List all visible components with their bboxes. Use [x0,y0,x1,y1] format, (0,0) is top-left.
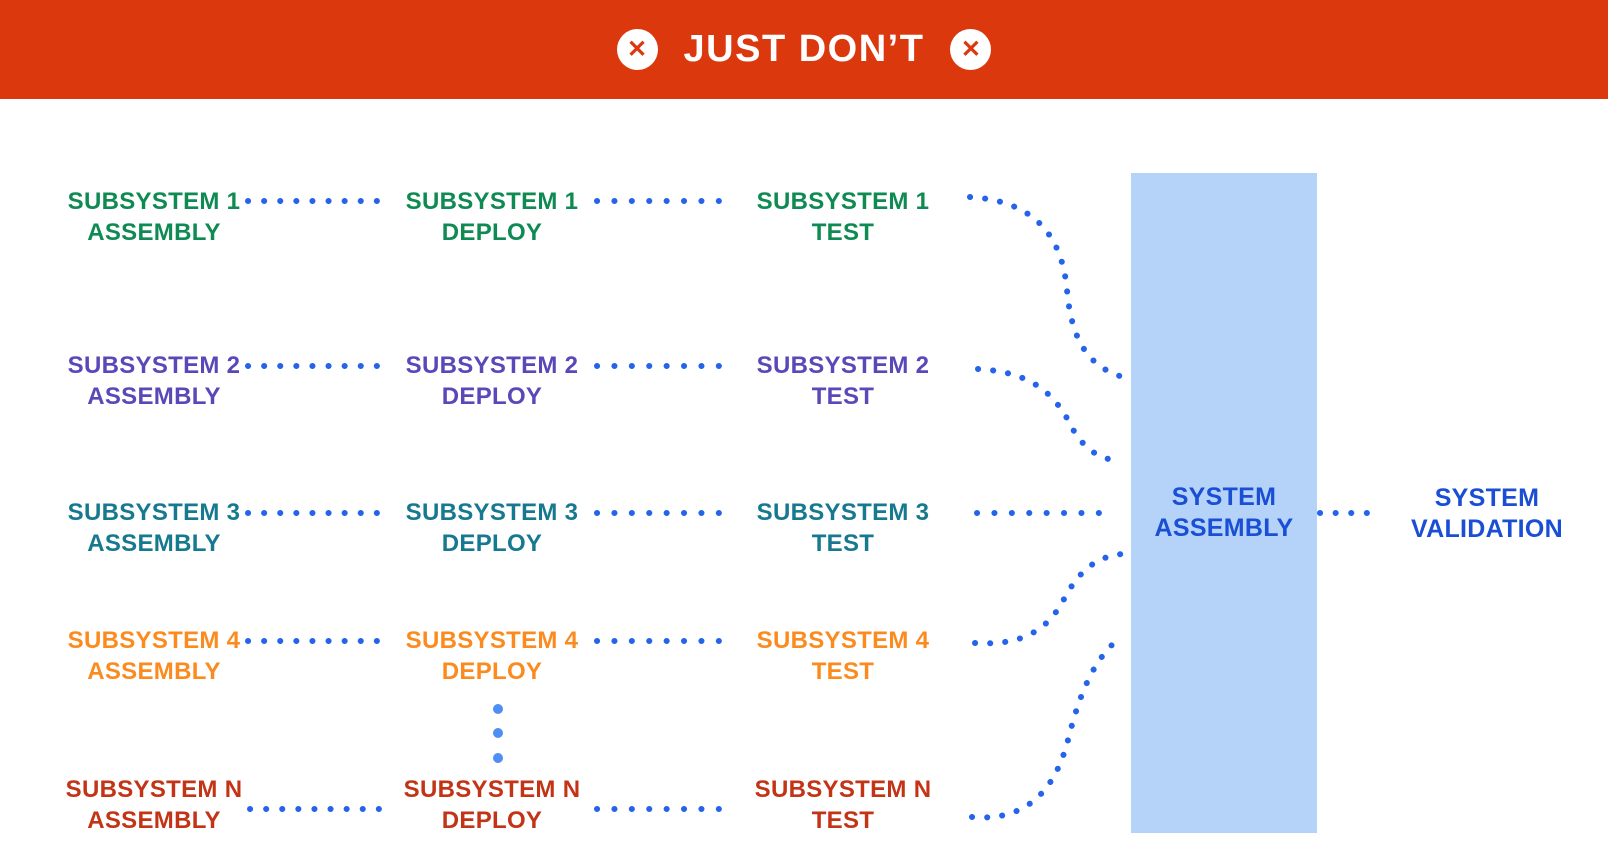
banner: ✕ JUST DON’T ✕ [0,0,1608,99]
subsystem-name: SUBSYSTEM 4 [405,627,579,654]
subsystem-name: SUBSYSTEM N [754,776,932,803]
subsystem-2-test-label: SUBSYSTEM 2 TEST [693,350,993,412]
subsystem-name: SUBSYSTEM 4 [756,627,930,654]
dotted-curve [975,366,1125,464]
subsystem-2-deploy-label: SUBSYSTEM 2 DEPLOY [342,350,642,412]
subsystem-name: SUBSYSTEM 2 [405,352,579,379]
connector-lines [245,194,1385,821]
system-validation-label: SYSTEM VALIDATION [1337,483,1608,545]
subsystem-1-deploy-label: SUBSYSTEM 1 DEPLOY [342,186,642,248]
system-assembly-box: SYSTEM ASSEMBLY [1131,173,1317,833]
stage-label: ASSEMBLY [87,219,221,246]
subsystem-n-deploy-label: SUBSYSTEM N DEPLOY [342,774,642,836]
subsystem-name: SUBSYSTEM 3 [67,499,241,526]
subsystem-name: SUBSYSTEM 4 [67,627,241,654]
subsystem-name: SUBSYSTEM N [65,776,243,803]
dotted-curve [969,634,1124,821]
subsystem-4-deploy-label: SUBSYSTEM 4 DEPLOY [342,625,642,687]
stage-label: TEST [811,807,875,834]
dotted-curve [972,551,1125,647]
subsystem-name: SUBSYSTEM 1 [67,188,241,215]
subsystem-3-assembly-label: SUBSYSTEM 3 ASSEMBLY [4,497,304,559]
circled-x-icon: ✕ [950,29,992,70]
subsystem-3-test-label: SUBSYSTEM 3 TEST [693,497,993,559]
stage-label: DEPLOY [441,383,543,410]
subsystem-name: SUBSYSTEM 2 [67,352,241,379]
subsystem-1-test-label: SUBSYSTEM 1 TEST [693,186,993,248]
subsystem-4-test-label: SUBSYSTEM 4 TEST [693,625,993,687]
subsystem-4-assembly-label: SUBSYSTEM 4 ASSEMBLY [4,625,304,687]
subsystem-n-test-label: SUBSYSTEM N TEST [693,774,993,836]
banner-title: JUST DON’T [683,28,925,70]
stage-label: TEST [811,658,875,685]
subsystem-3-deploy-label: SUBSYSTEM 3 DEPLOY [342,497,642,559]
stage-label: TEST [811,530,875,557]
stage-label: ASSEMBLY [87,658,221,685]
system-assembly-label-line2: ASSEMBLY [1154,514,1294,542]
subsystem-name: SUBSYSTEM 1 [756,188,930,215]
subsystem-1-assembly-label: SUBSYSTEM 1 ASSEMBLY [4,186,304,248]
system-validation-label-line2: VALIDATION [1410,515,1564,543]
stage-label: DEPLOY [441,219,543,246]
subsystem-name: SUBSYSTEM 2 [756,352,930,379]
stage-label: DEPLOY [441,807,543,834]
circled-x-icon: ✕ [616,29,658,70]
stage-label: DEPLOY [441,658,543,685]
system-assembly-label-line1: SYSTEM [1171,483,1277,511]
stage-label: ASSEMBLY [87,807,221,834]
stage-label: TEST [811,383,875,410]
dotted-curve [967,194,1126,380]
stage-label: DEPLOY [441,530,543,557]
stage-label: ASSEMBLY [87,383,221,410]
subsystem-name: SUBSYSTEM 3 [756,499,930,526]
subsystem-name: SUBSYSTEM 1 [405,188,579,215]
subsystem-name: SUBSYSTEM N [403,776,581,803]
system-validation-label-line1: SYSTEM [1434,484,1540,512]
subsystem-2-assembly-label: SUBSYSTEM 2 ASSEMBLY [4,350,304,412]
stage-label: ASSEMBLY [87,530,221,557]
subsystem-n-assembly-label: SUBSYSTEM N ASSEMBLY [4,774,304,836]
ellipsis-dots [493,704,503,763]
subsystem-name: SUBSYSTEM 3 [405,499,579,526]
stage-label: TEST [811,219,875,246]
